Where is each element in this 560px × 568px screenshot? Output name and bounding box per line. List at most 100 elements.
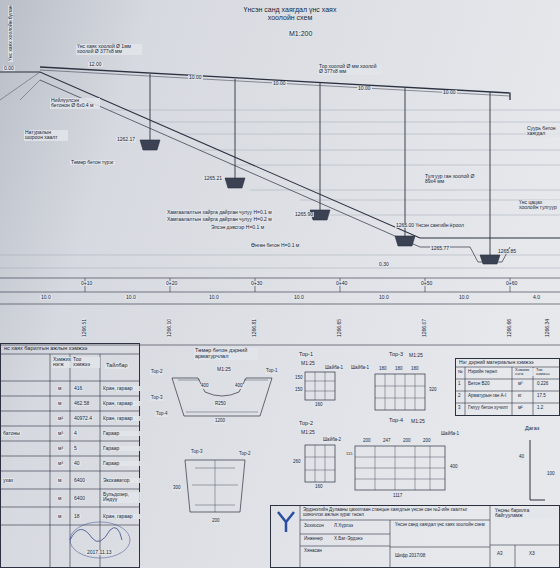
drawing-label: 247 <box>382 439 392 444</box>
drawing-label: 6400 <box>73 496 86 501</box>
drawing-label: М1:25 <box>300 361 316 366</box>
drawing-label: Бетон В20 <box>467 382 491 387</box>
drawing-label: 180 <box>410 367 420 372</box>
drawing-label: Шайба-1 <box>324 366 344 371</box>
drawing-label: 17.5 <box>536 394 547 399</box>
table-heading: Нэг дэрний материалын хэмжээ <box>459 360 558 366</box>
drawing-label: 1265.85 <box>497 249 517 254</box>
drawing-label: Зохиосон <box>303 524 325 529</box>
drawing-label: 6400 <box>73 478 86 483</box>
drawing-label: 0+40 <box>335 281 348 286</box>
drawing-label: м² <box>57 416 64 421</box>
drawing-label: Төмөр бетон дэрний арматурчлал <box>194 348 258 360</box>
drawing-label: Үнс хаях хоолой Ø 1мм хоолой Ø 377х8 мм <box>76 44 142 55</box>
drawing-label: Тор-3 <box>388 352 404 358</box>
drawing-label: Хэмжих нэгж <box>52 357 71 368</box>
drawing-label: М1:25 <box>410 419 426 424</box>
drawing-title: Үнсэн санд хаягдал үнс хаях хоолойн схем <box>235 6 345 22</box>
company-logo <box>278 512 294 532</box>
drawing-label: 10.0 <box>208 295 220 300</box>
table-box: нс хаях барилгын ажлын хэмжээ <box>0 343 140 568</box>
drawing-label: Кран, гараар <box>102 401 141 406</box>
drawing-label: 150 <box>294 388 304 393</box>
drawing-label: Хамгаалалтын хайрга дайрган чулуу Н=0.1 … <box>166 210 273 215</box>
drawing-label: м <box>57 514 62 519</box>
drawing-label: Хэмжих нэгж <box>514 368 534 376</box>
drawing-label: 1117 <box>392 494 403 499</box>
drawing-label: 260 <box>292 460 302 465</box>
drawing-label: 18 <box>73 514 81 519</box>
drawing-label: М1:25 <box>216 367 232 372</box>
drawing-label: 200 <box>362 439 372 444</box>
drawing-label: Бульдозер, Индүү <box>102 492 141 503</box>
drawing-label: Тор-2 <box>238 452 251 457</box>
drawing-label: 100 <box>546 472 556 477</box>
drawing-label: 160 <box>314 403 324 408</box>
drawing-label: 1200 <box>214 419 226 424</box>
drawing-label: 1265.90 <box>294 212 314 217</box>
drawing-label: 150 <box>294 376 304 381</box>
signature-stamp <box>70 522 130 558</box>
table-heading: Эрдэнэтийн Дулааны цахилгаан станцын хая… <box>303 508 488 518</box>
drawing-label: м³ <box>57 446 64 451</box>
drawing-label: № <box>457 370 464 375</box>
drawing-label: 180 <box>378 367 388 372</box>
drawing-label: 2 <box>457 394 462 399</box>
drawing-label: Төмөр бетон түрэг <box>70 160 115 165</box>
drawing-label: Х.Бат-Эрдэнэ <box>333 537 364 542</box>
drawing-label: Тор-3 <box>190 450 203 455</box>
drawing-label: 10.0 <box>378 295 390 300</box>
drawing-label: 4 <box>73 431 78 436</box>
drawing-label: 0+60 <box>505 281 518 286</box>
drawing-label: 1266.66 <box>507 318 512 338</box>
drawing-label: 12.00 <box>88 62 103 67</box>
rebar-drawings <box>172 372 545 512</box>
drawing-label: Кран, гараар <box>102 416 141 421</box>
drawing-label: Элсэн дэвсгэр Н=0.1 м <box>210 225 265 230</box>
profile-grid <box>0 110 560 268</box>
drawing-label: м³ <box>517 382 524 387</box>
drawing-label: Нийлүүлсэн бетонон Ø 6х0.4 м <box>50 98 100 109</box>
drawing-label: Тулгуур ган хоолой Ø 89х4 мм <box>424 174 476 185</box>
drawing-label: 1266.51 <box>82 318 87 338</box>
drawing-label: Шифр 2017/08 <box>394 554 426 559</box>
drawing-label: 40 <box>73 461 81 466</box>
drawing-label: М1:200 <box>288 30 313 37</box>
drawing-label: Шайба-1 <box>440 432 460 437</box>
profile-lines <box>0 67 560 262</box>
drawing-label: 0+20 <box>165 281 178 286</box>
drawing-label: 40 <box>518 455 525 460</box>
drawing-label: 10.0 <box>293 295 305 300</box>
drawing-label: Экскаватор <box>102 478 141 483</box>
drawing-label: м <box>57 478 62 483</box>
drawing-label: Нэрийн төрөл <box>467 370 498 375</box>
drawing-label: 0.226 <box>536 382 549 387</box>
drawing-label: Натуралын шороон хаалт <box>24 130 68 141</box>
drawing-label: Үнсны барилга байгууламж <box>494 508 558 519</box>
drawing-label: 10.0 <box>458 295 470 300</box>
profile-band <box>0 278 560 345</box>
drawing-label: ХЗ <box>528 552 536 557</box>
drawing-label: 0.00 <box>3 66 15 71</box>
drawing-label: Үнсэн санд хаягдал үнс хаях хоолойн схем <box>394 523 486 528</box>
drawing-label: 10.00 <box>272 81 287 86</box>
drawing-label: 416 <box>73 386 83 391</box>
drawing-label: R250 <box>214 402 227 407</box>
drawing-label: Арматурын ган А-I <box>467 394 507 399</box>
drawing-label: Тайлбар <box>105 363 129 369</box>
drawing-label: 400 <box>234 384 244 389</box>
drawing-label: 320 <box>428 388 438 393</box>
drawing-label: 1266.07 <box>422 318 427 338</box>
drawing-label: Дагаз <box>524 426 540 432</box>
drawing-label: Тор-3 <box>150 396 163 401</box>
drawing-label: Гялуу бетон хучилт <box>467 406 509 411</box>
drawing-label: Суурь бетон хаягдал <box>526 126 560 137</box>
drawing-label: 1265.77 <box>430 246 450 251</box>
drawing-label: м³ <box>57 431 64 436</box>
drawing-label: 1 <box>457 382 462 387</box>
drawing-label: Тор-1 <box>265 369 278 374</box>
drawing-label: 2017.11.13 <box>86 550 113 555</box>
drawing-label: Гараар <box>102 446 141 451</box>
drawing-label: Тор-4 <box>155 412 168 417</box>
drawing-label: Тор-1 <box>298 352 314 358</box>
